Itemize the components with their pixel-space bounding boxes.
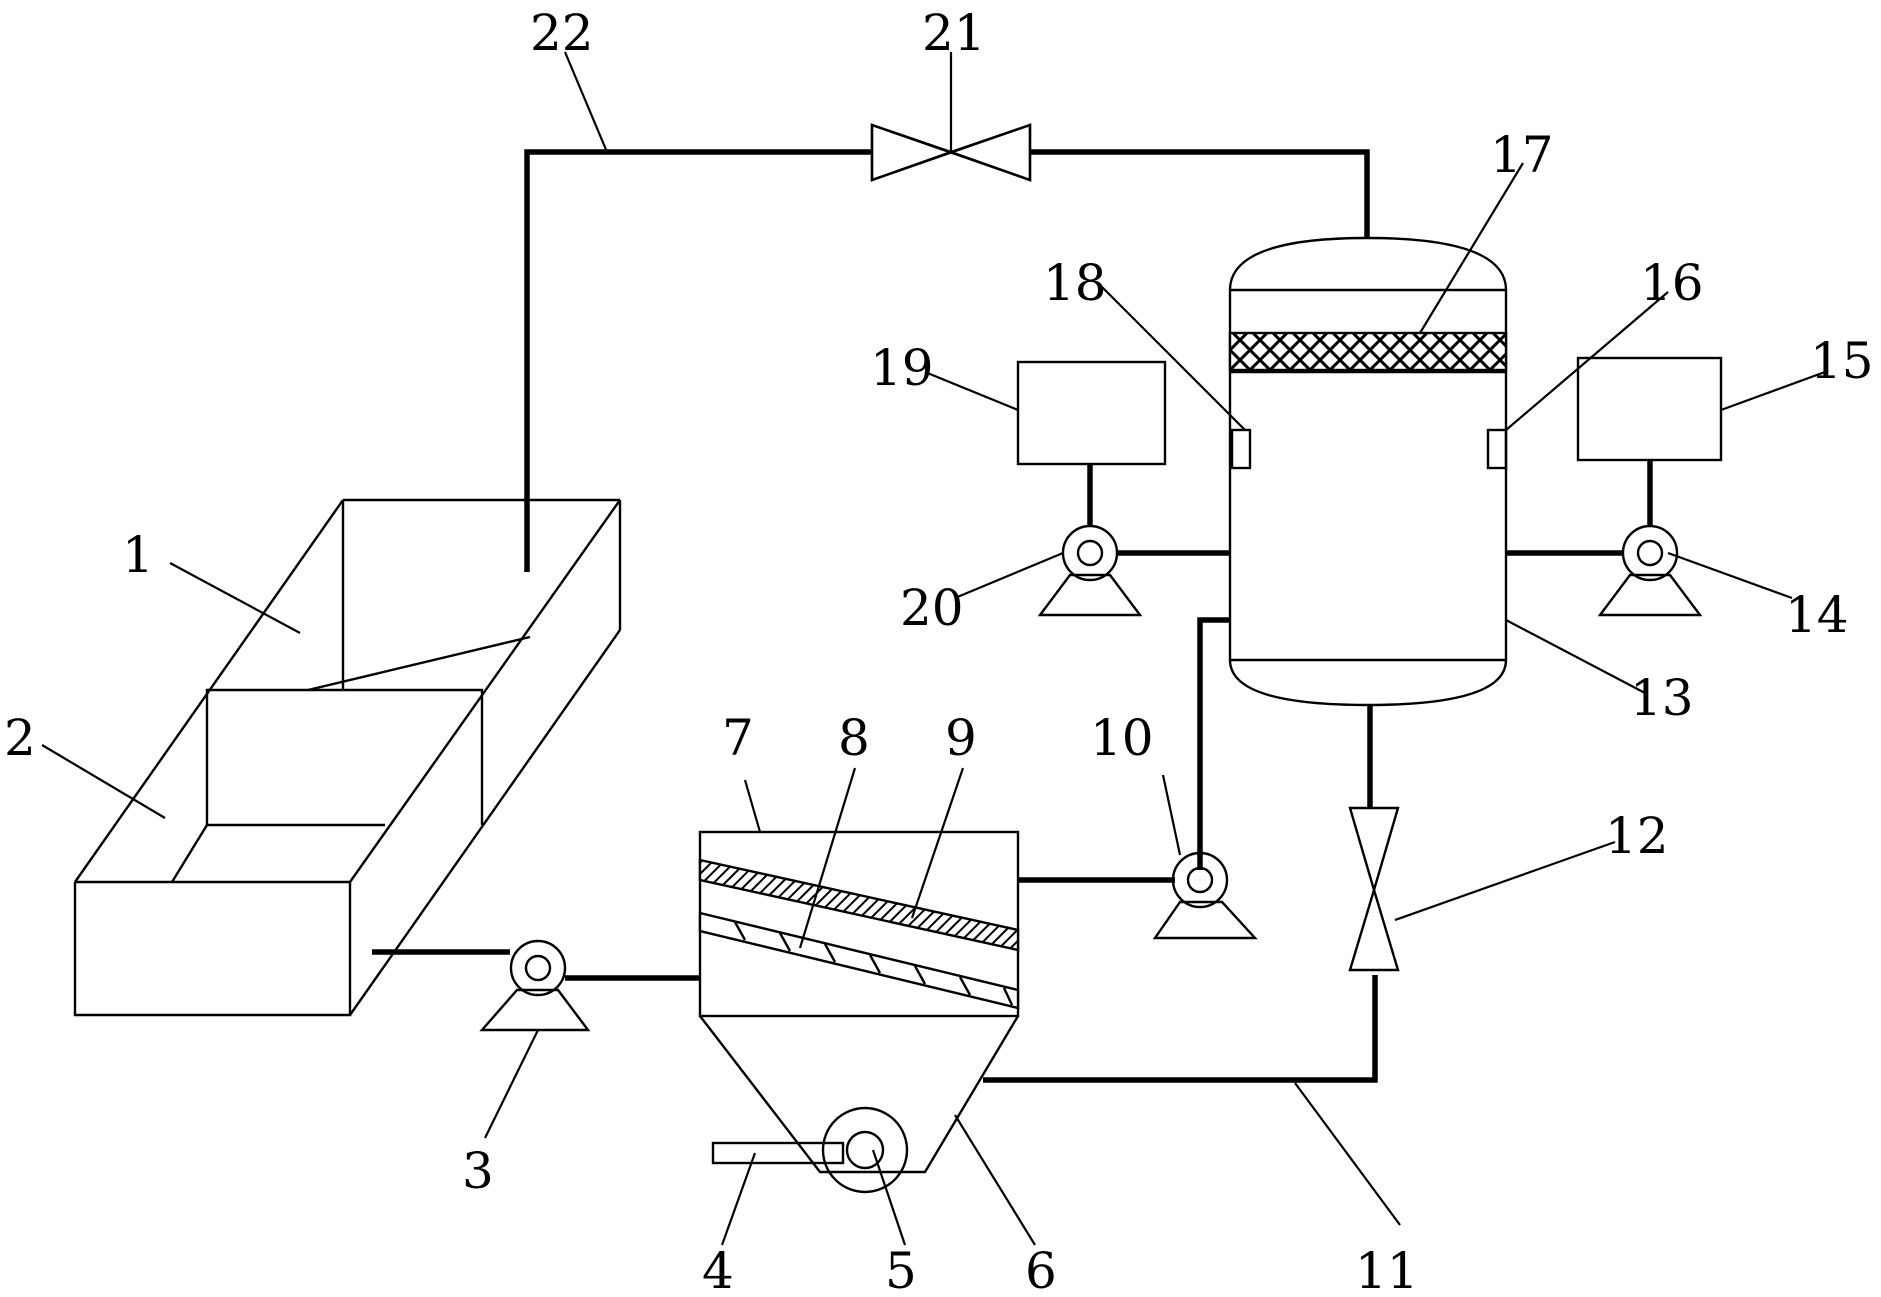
label-16: 16 — [1640, 254, 1704, 312]
tank-partition — [170, 688, 484, 883]
sensor-16 — [1486, 428, 1508, 470]
label-6: 6 — [1025, 1242, 1057, 1297]
label-19: 19 — [870, 339, 934, 397]
leader-lines — [41, 51, 1826, 1246]
label-13: 13 — [1630, 669, 1694, 727]
separator-vessel — [698, 830, 1020, 1174]
screen-9 — [698, 858, 1020, 952]
part-labels: 1 2 3 4 5 6 7 8 9 10 11 12 13 14 15 16 1… — [4, 4, 1874, 1297]
pump-3 — [372, 939, 700, 1032]
reactor-13 — [1228, 236, 1508, 707]
valve-21 — [870, 123, 1032, 182]
label-10: 10 — [1090, 709, 1154, 767]
label-18: 18 — [1043, 254, 1107, 312]
label-20: 20 — [900, 579, 964, 637]
label-7: 7 — [722, 709, 754, 767]
agitator-motor — [711, 1106, 909, 1194]
packing-17 — [1228, 331, 1508, 372]
label-4: 4 — [702, 1242, 734, 1297]
label-5: 5 — [885, 1242, 917, 1297]
label-11: 11 — [1355, 1242, 1419, 1297]
screen-8 — [698, 911, 1020, 1010]
label-2: 2 — [4, 709, 36, 767]
valve-12 — [1348, 705, 1400, 972]
label-9: 9 — [945, 709, 977, 767]
pump-10 — [1018, 617, 1258, 940]
open-tank — [73, 498, 622, 1017]
return-pipe — [524, 149, 1370, 572]
dosing-tank-19 — [1016, 360, 1167, 527]
label-8: 8 — [838, 709, 870, 767]
dosing-tank-15 — [1576, 356, 1723, 527]
sensor-18 — [1230, 428, 1252, 470]
label-15: 15 — [1810, 332, 1874, 390]
label-21: 21 — [922, 4, 986, 62]
label-22: 22 — [530, 4, 594, 62]
pump-14 — [1506, 524, 1703, 617]
label-12: 12 — [1605, 807, 1669, 865]
label-17: 17 — [1490, 126, 1554, 184]
label-3: 3 — [462, 1142, 494, 1200]
label-14: 14 — [1785, 586, 1849, 644]
drain-pipe-11 — [983, 975, 1378, 1083]
label-1: 1 — [122, 526, 154, 584]
pump-20 — [1037, 524, 1230, 617]
